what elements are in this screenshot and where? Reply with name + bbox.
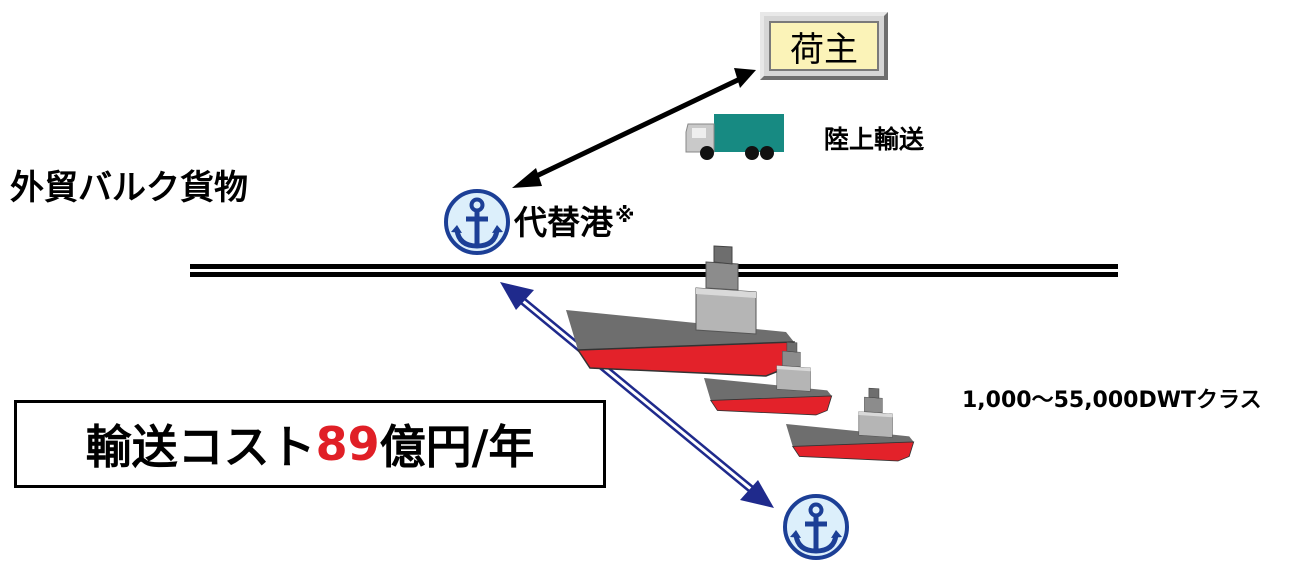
cost-prefix: 輸送コスト <box>85 420 316 474</box>
ship-class-label: 1,000～55,000DWTクラス <box>962 388 1262 413</box>
anchor-icon <box>785 496 847 558</box>
land-transport-label: 陸上輸送 <box>824 125 925 154</box>
truck-icon <box>685 114 784 160</box>
anchor-icon <box>446 191 508 253</box>
alternate-port-name: 代替港 <box>514 203 613 242</box>
alternate-port-label: 代替港※ <box>514 196 634 244</box>
shipper-label: 荷主 <box>769 21 879 71</box>
cost-number: 89 <box>315 417 380 471</box>
cost-suffix: 億円/年 <box>379 420 535 474</box>
shoreline <box>190 264 1118 277</box>
shipper-box: 荷主 <box>760 12 888 80</box>
cargo-title: 外貿バルク貨物 <box>10 168 248 208</box>
alternate-port-mark: ※ <box>615 203 635 227</box>
sea-route-arrow <box>500 282 774 508</box>
land-route-arrow <box>512 68 756 188</box>
